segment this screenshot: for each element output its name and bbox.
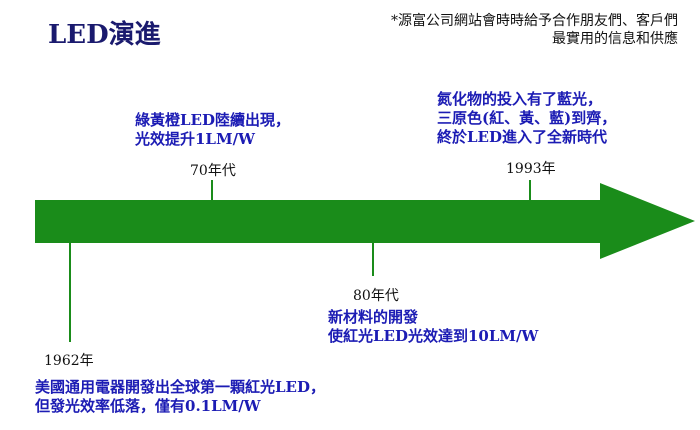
desc-line: 光效提升1LM/W xyxy=(135,130,255,148)
year-label-70s: 70年代 xyxy=(190,163,236,179)
note-line: *源富公司網站會時時給予合作朋友們、客戶們 xyxy=(391,13,678,29)
desc-line: 三原色(紅、黃、藍)到齊， xyxy=(437,109,617,127)
page-title: LED演進 xyxy=(48,20,161,50)
milestone-desc-70s: 綠黃橙LED陸續出現， 光效提升1LM/W xyxy=(135,111,290,149)
year-label-1962: 1962年 xyxy=(44,353,94,369)
desc-line: 新材料的開發 xyxy=(328,308,419,326)
year-label-80s: 80年代 xyxy=(353,288,399,304)
milestone-desc-1993: 氮化物的投入有了藍光， 三原色(紅、黃、藍)到齊， 終於LED進入了全新時代 xyxy=(437,90,616,147)
arrow-shape xyxy=(35,183,695,259)
desc-line: 美國通用電器開發出全球第一顆紅光LED， xyxy=(35,378,325,396)
milestone-desc-80s: 新材料的開發 使紅光LED光效達到10LM/W xyxy=(328,308,538,346)
note-line: 最實用的信息和供應 xyxy=(552,31,678,47)
desc-line: 氮化物的投入有了藍光， xyxy=(437,90,603,108)
year-label-1993: 1993年 xyxy=(506,161,556,177)
company-note: *源富公司網站會時時給予合作朋友們、客戶們 最實用的信息和供應 xyxy=(391,12,678,48)
desc-line: 但發光效率低落，僅有0.1LM/W xyxy=(35,397,261,415)
desc-line: 綠黃橙LED陸續出現， xyxy=(135,111,290,129)
milestone-desc-1962: 美國通用電器開發出全球第一顆紅光LED， 但發光效率低落，僅有0.1LM/W xyxy=(35,378,325,416)
desc-line: 終於LED進入了全新時代 xyxy=(437,128,607,146)
desc-line: 使紅光LED光效達到10LM/W xyxy=(328,327,539,345)
